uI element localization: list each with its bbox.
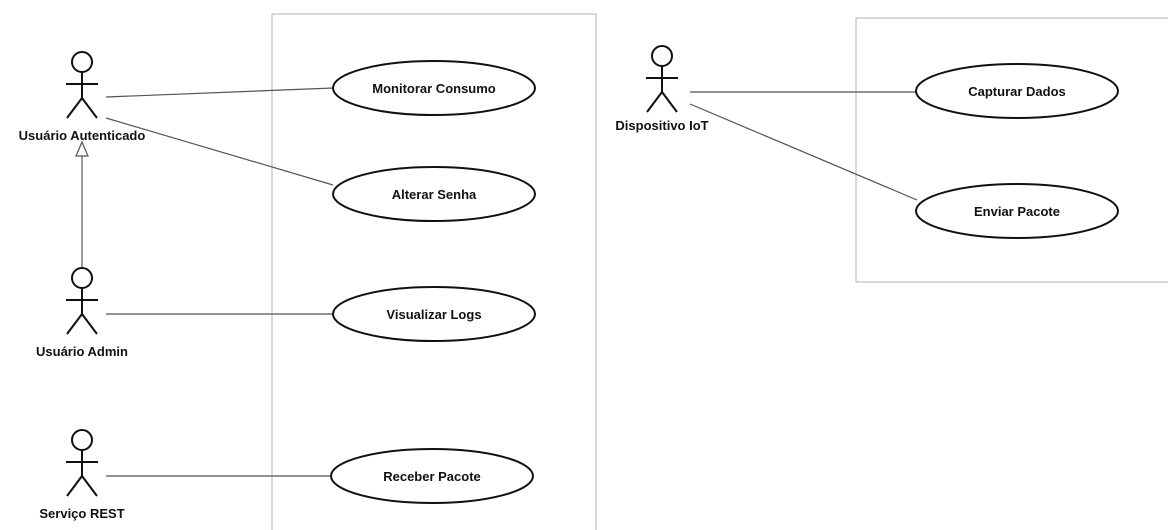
usecase-ellipse xyxy=(915,183,1119,239)
usecase-send-packet[interactable]: Enviar Pacote xyxy=(915,183,1119,239)
usecase-ellipse xyxy=(332,60,536,116)
usecase-label: Monitorar Consumo xyxy=(372,81,496,96)
usecase-label: Visualizar Logs xyxy=(386,307,481,322)
actor-label: Dispositivo IoT xyxy=(615,118,708,133)
usecase-label: Capturar Dados xyxy=(968,84,1066,99)
system-boundary-iot xyxy=(855,17,1168,283)
stick-figure-icon xyxy=(66,429,98,497)
actor-label: Usuário Autenticado xyxy=(19,128,146,143)
stick-figure-icon xyxy=(66,51,98,119)
usecase-receive-packet[interactable]: Receber Pacote xyxy=(330,448,534,504)
actor-label: Serviço REST xyxy=(39,506,124,521)
usecase-label: Alterar Senha xyxy=(392,187,477,202)
usecase-ellipse xyxy=(332,286,536,342)
association-authenticated-change-password xyxy=(105,117,334,186)
actor-iot-device[interactable]: Dispositivo IoT xyxy=(615,45,709,133)
stick-figure-icon xyxy=(66,267,98,335)
association-iot-send-packet xyxy=(689,103,918,201)
association-authenticated-monitor xyxy=(105,87,334,98)
usecase-label: Receber Pacote xyxy=(383,469,481,484)
actor-rest-service[interactable]: Serviço REST xyxy=(39,429,125,521)
usecase-label: Enviar Pacote xyxy=(974,204,1060,219)
actor-authenticated-user[interactable]: Usuário Autenticado xyxy=(19,51,146,143)
usecase-monitor-consumption[interactable]: Monitorar Consumo xyxy=(332,60,536,116)
usecase-capture-data[interactable]: Capturar Dados xyxy=(915,63,1119,119)
stick-figure-icon xyxy=(646,45,678,113)
usecase-change-password[interactable]: Alterar Senha xyxy=(332,166,536,222)
usecase-view-logs[interactable]: Visualizar Logs xyxy=(332,286,536,342)
actor-label: Usuário Admin xyxy=(36,344,128,359)
generalization-arrowhead xyxy=(75,140,89,157)
usecase-ellipse xyxy=(915,63,1119,119)
usecase-ellipse xyxy=(330,448,534,504)
generalization-admin-to-authenticated xyxy=(75,140,89,268)
system-boundary-web xyxy=(271,13,597,530)
usecase-ellipse xyxy=(332,166,536,222)
actor-admin-user[interactable]: Usuário Admin xyxy=(36,267,128,359)
